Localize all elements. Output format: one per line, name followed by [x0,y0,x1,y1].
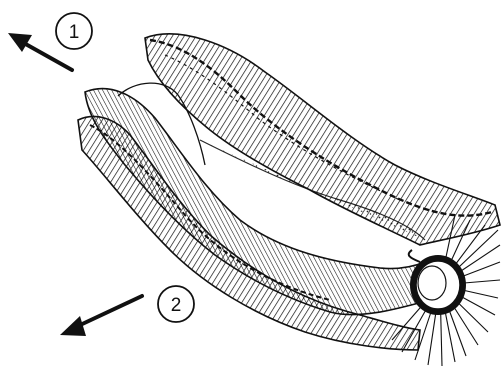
callout-1: 1 [8,13,92,70]
callout-2: 2 [60,286,194,336]
arrow-2-shaft [78,296,142,326]
callout-2-number: 2 [171,295,182,316]
arrow-1-head [8,33,32,52]
arrow-2-head [60,316,86,336]
callout-1-number: 1 [69,22,80,43]
